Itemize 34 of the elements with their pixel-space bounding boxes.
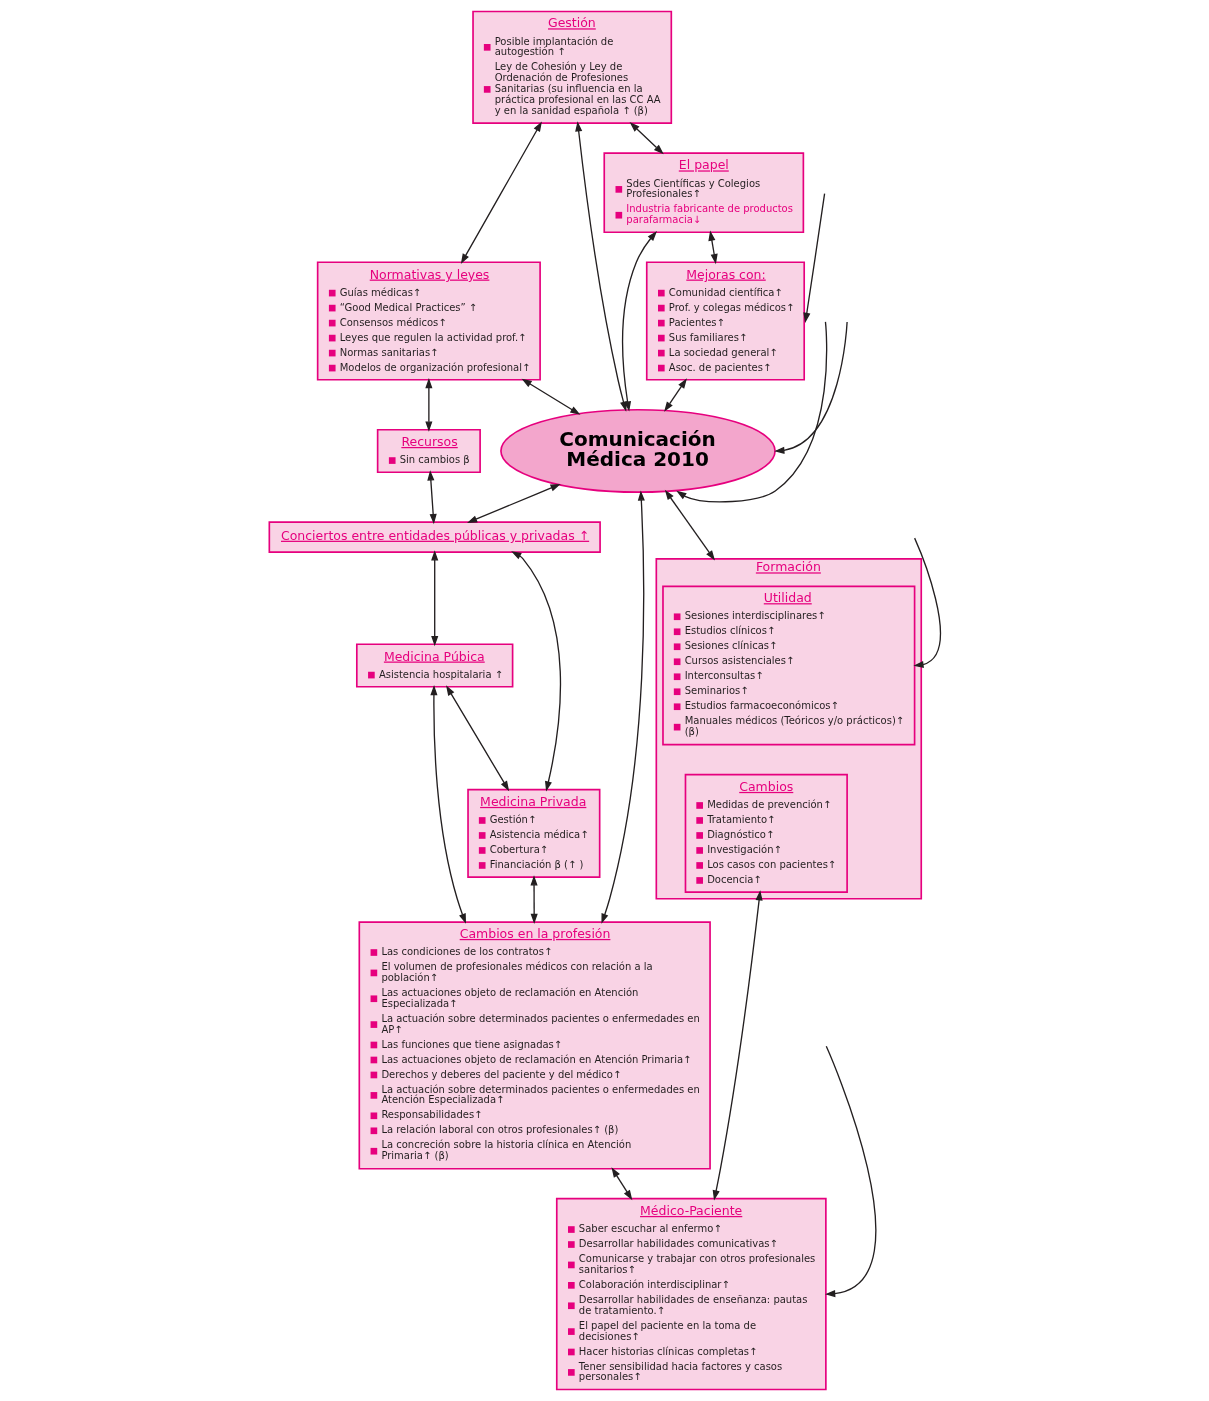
arrow: [430, 550, 438, 647]
node-box: Médico-Paciente Saber escuchar al enfermo↑ Desarrollar habilidades comunicativas↑ Comunicarse y trabajar con otros profesionales sanitarios↑ Colaboración interdisciplinar↑ Desarrollar habilidades de enseñanza: pautas de tratamiento.↑ El papel del paciente en la toma de decisiones↑ Hacer historias clínicas completas↑ Tener sensibilidad hacia factores y casos personales↑: [555, 1197, 827, 1391]
node-box: Medicina Púbica Asistencia hospitalaria ↑: [355, 643, 513, 688]
node-box: Cambios en la profesión Las condiciones de los contratos↑ El volumen de profesionales médicos con relación a la población↑ Las actuaciones objeto de reclamación en Atención Especializada↑ La actuación sobre determinados pacientes o enfermedades en AP↑ Las funciones que tiene asignadas↑ Las actuaciones objeto de reclamación en Atención Primaria↑ Derechos y deberes del paciente y del médico↑ La actuación sobre determinados pacientes o enfermedades en Atención Especializada↑ Responsabilidades↑ La relación laboral con otros profesionales↑ (β) La concreción sobre la historia clínica en Atención Primaria↑ (β): [357, 921, 711, 1170]
arrow: [824, 1045, 876, 1298]
arrow: [460, 121, 542, 264]
node-box: El papel Sdes Científicas y Colegios Profesionales↑ Industria fabricante de productos parafarmacia↓: [602, 152, 804, 234]
node-box: Conciertos entre entidades públicas y privadas ↑: [268, 521, 601, 554]
arrow: [445, 685, 509, 792]
arrow: [802, 192, 825, 323]
node-box: Normativas y leyes Guías médicas↑ “Good Medical Practices” ↑ Consensos médicos↑ Leyes que regulen la actividad prof.↑ Normas sanitarias↑ Modelos de organización profesional↑: [316, 261, 541, 381]
arrow: [600, 490, 645, 924]
arrow: [610, 1167, 632, 1201]
arrow: [429, 685, 466, 924]
arrow: [424, 377, 432, 432]
arrow: [712, 890, 763, 1201]
arrow: [675, 321, 827, 503]
arrow: [426, 470, 437, 525]
arrow: [629, 122, 664, 155]
arrow: [664, 489, 715, 561]
node-box: Recursos Sin cambios β: [376, 428, 481, 474]
arrow: [773, 321, 848, 454]
arrow: [663, 378, 687, 412]
arrow: [707, 230, 718, 265]
arrow: [466, 483, 561, 523]
arrow: [521, 378, 580, 415]
node-box: Mejoras con: Comunidad científica↑ Prof. y colegas médicos↑ Pacientes↑ Sus familiares↑ La sociedad general↑ Asoc. de pacientes↑: [645, 261, 805, 381]
node-box: Utilidad Sesiones interdisciplinares↑ Estudios clínicos↑ Sesiones clínicas↑ Cursos asistenciales↑ Interconsultas↑ Seminarios↑ Estudios farmacoeconómicos↑ Manuales médicos (Teóricos y/o prácticos)↑ (β): [661, 585, 915, 746]
node-box: Medicina Privada Gestión↑ Asistencia médica↑ Cobertura↑ Financiación β (↑ ): [466, 788, 600, 878]
node-box: Cambios Medidas de prevención↑ Tratamiento↑ Diagnóstico↑ Investigación↑ Los casos con pacientes↑ Docencia↑: [684, 773, 848, 893]
arrow: [912, 537, 941, 669]
arrow: [510, 551, 561, 792]
arrow: [530, 875, 538, 925]
node-box: Gestión Posible implantación de autogestión ↑ Ley de Cohesión y Ley de Ordenación de Profesiones Sanitarias (su influencia en la práctica profesional en las CC AA y en la sanidad española ↑ (β): [471, 10, 672, 124]
